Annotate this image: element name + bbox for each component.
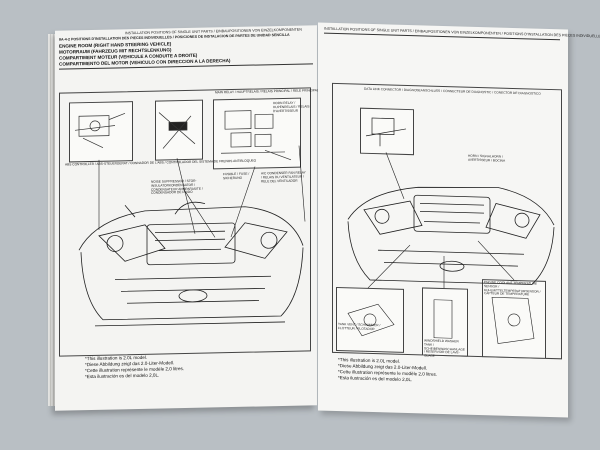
right-page: INSTALLATION POSITIONS OF SINGLE UNIT PA… (318, 22, 600, 418)
callout-washer: WINDSHIELD WASHER TANK / SCHEIBENWASCHAN… (424, 338, 465, 358)
callout-fuse: FUSIBLE / FUSE / SICHERUNG (223, 171, 250, 181)
callout-fog: HORN / SIGNALHORN / AVERTISSEUR / BOCINA (468, 153, 506, 163)
callout-rear: ENGINE COOLANT TEMPERATURE SENSOR / KUHL… (484, 280, 541, 297)
left-page: INSTALLATION POSITIONS OF SINGLE UNIT PA… (55, 25, 319, 411)
callout-ac: A/C CONDENSER FAN RELAY / RELAIS DU VENT… (261, 170, 306, 184)
right-engine-illustration (347, 117, 555, 344)
callout-susp: TANK VENT / SCHWIMMER / FLOTTEUR / FLOTA… (338, 322, 381, 331)
callout-noise: NOISE SUPPRESSOR / STOR-INSULATORKONDENS… (151, 178, 203, 196)
callout-horn: HORN RELAY / HUPENRELAIS / RELAIS D'AVER… (273, 100, 310, 113)
left-engine-illustration (74, 110, 306, 327)
